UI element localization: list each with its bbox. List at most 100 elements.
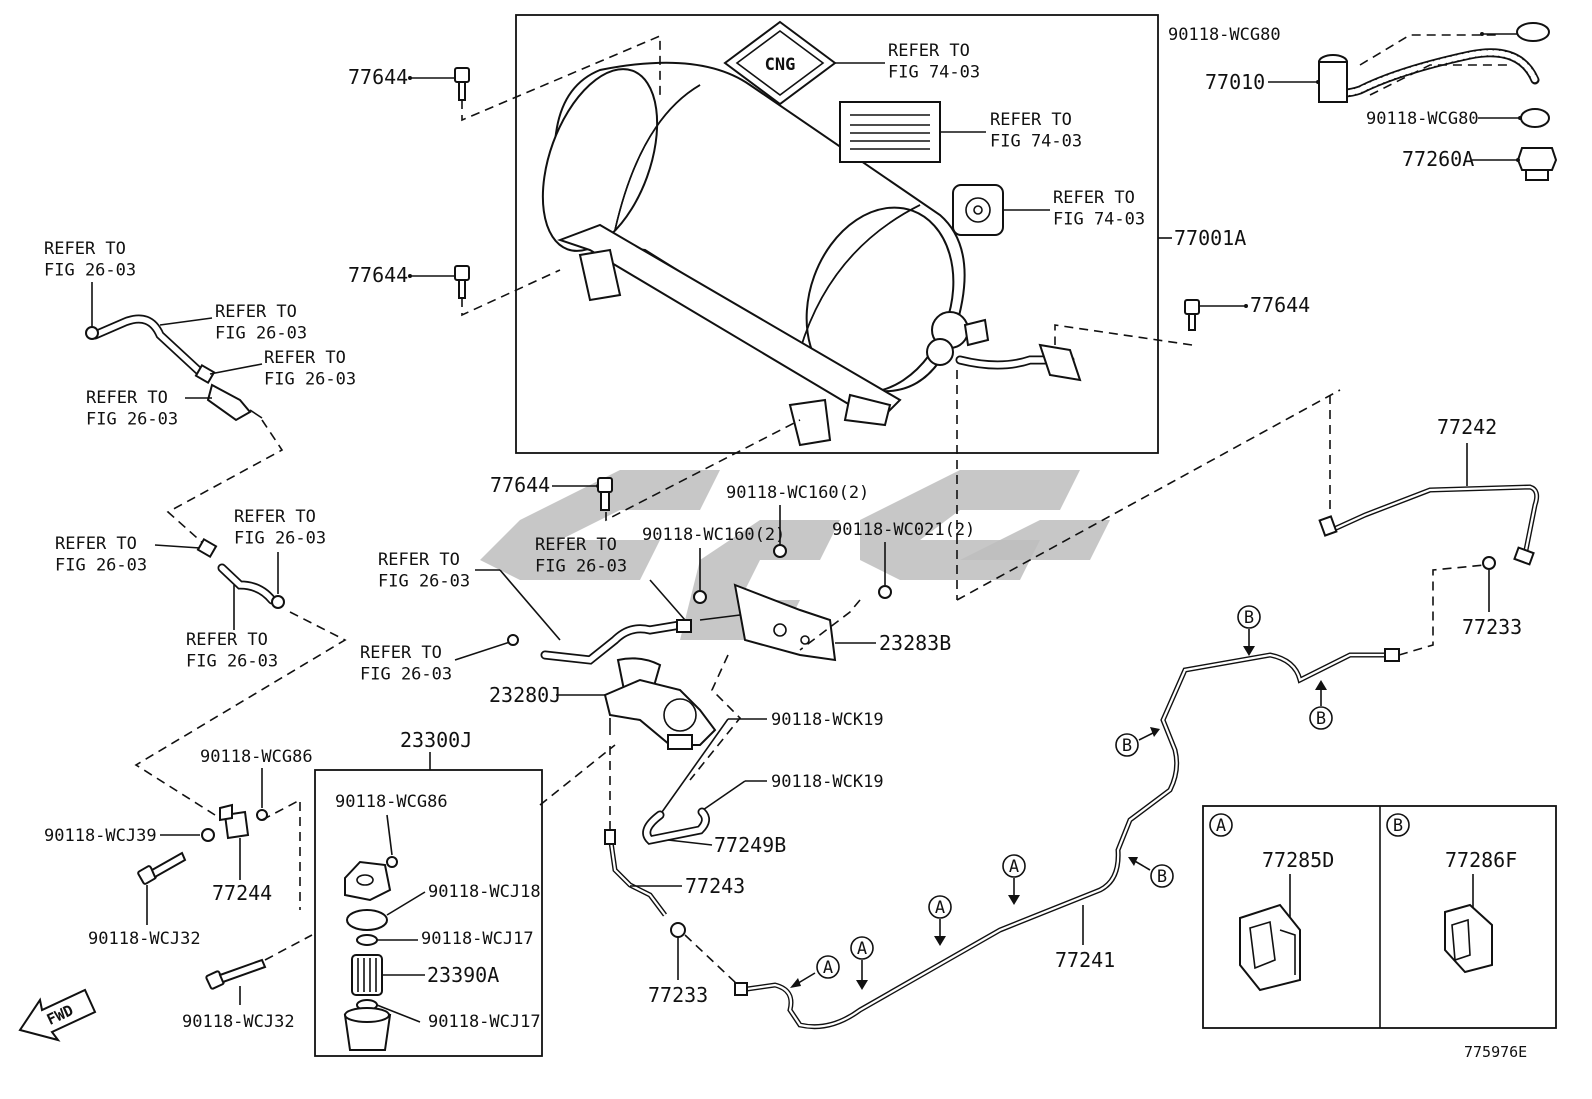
svg-text:B: B bbox=[1122, 736, 1132, 756]
detail-a: A 77285D bbox=[1209, 813, 1334, 992]
clamp-90118-wcg80-bottom bbox=[1520, 108, 1550, 128]
part-23390a: 23390A bbox=[427, 963, 499, 987]
svg-text:B: B bbox=[1393, 816, 1403, 836]
oring-90118-wcj17-top bbox=[356, 934, 378, 946]
marker-b-2: B bbox=[1309, 680, 1333, 730]
bolt-90118-wcj32-left bbox=[137, 851, 187, 885]
svg-text:A: A bbox=[823, 958, 833, 978]
gasket-90118-wcj18 bbox=[346, 909, 388, 931]
svg-text:B: B bbox=[1244, 608, 1254, 628]
part-77001a: 77001A bbox=[1174, 226, 1246, 250]
hose-77010 bbox=[1318, 34, 1540, 103]
part-77285d: 77285D bbox=[1262, 848, 1334, 872]
nut-90118-wc160-bottom bbox=[693, 590, 707, 604]
part-77233-upper: 77233 bbox=[1462, 615, 1522, 639]
svg-text:A: A bbox=[1216, 816, 1226, 836]
part-77286f: 77286F bbox=[1445, 848, 1517, 872]
cng-tank bbox=[541, 61, 1082, 600]
filter-bowl bbox=[343, 1007, 392, 1051]
part-23280j: 23280J bbox=[489, 683, 561, 707]
svg-text:A: A bbox=[935, 898, 945, 918]
svg-text:A: A bbox=[857, 939, 867, 959]
bolt-77644-lower: 77644 bbox=[490, 419, 801, 522]
clamp-center bbox=[676, 619, 692, 633]
filter-assembly-frame bbox=[314, 769, 543, 1057]
bolt-90118-wc021 bbox=[878, 585, 892, 599]
bolt-90118-wcj39 bbox=[201, 828, 215, 842]
bolt-77644-mid: 77644 bbox=[348, 263, 561, 317]
part-90118-wck19-top: 90118-WCK19 bbox=[771, 710, 884, 730]
fitting-77244 bbox=[219, 803, 250, 840]
marker-b-4: B bbox=[1128, 857, 1174, 888]
part-90118-wcg86-filter: 90118-WCG86 bbox=[335, 792, 448, 812]
nut-90118-wc160-top bbox=[773, 544, 787, 558]
part-90118-wcg80-top: 90118-WCG80 bbox=[1168, 25, 1281, 45]
part-90118-wcj18: 90118-WCJ18 bbox=[428, 882, 541, 902]
warning-label bbox=[839, 101, 941, 163]
fitting-77260a bbox=[1516, 147, 1558, 181]
bolt-77644-right: 77644 bbox=[1054, 293, 1310, 346]
cng-sign: CNG bbox=[723, 20, 837, 106]
clamp-90118-wcg80-top bbox=[1516, 22, 1550, 42]
part-77644-lower: 77644 bbox=[490, 473, 550, 497]
part-77010: 77010 bbox=[1205, 70, 1265, 94]
part-90118-wc021: 90118-WC021(2) bbox=[832, 520, 975, 540]
fwd-arrow-icon: FWD bbox=[18, 988, 97, 1042]
svg-text:B: B bbox=[1316, 709, 1326, 729]
clamp-left-lower bbox=[196, 537, 218, 559]
part-77242: 77242 bbox=[1437, 415, 1497, 439]
diagram-id: 775976E bbox=[1464, 1043, 1527, 1061]
filter-housing-top bbox=[344, 860, 392, 902]
part-90118-wcj17-bottom: 90118-WCJ17 bbox=[428, 1012, 541, 1032]
valve-label-icon bbox=[952, 184, 1004, 236]
clamp-detail-panel bbox=[1202, 805, 1557, 1029]
part-90118-wc160-bottom: 90118-WC160(2) bbox=[642, 525, 785, 545]
marker-a-2: A bbox=[850, 936, 874, 990]
part-90118-wcj32-bottom: 90118-WCJ32 bbox=[182, 1012, 295, 1032]
part-77243: 77243 bbox=[685, 874, 745, 898]
svg-text:A: A bbox=[1009, 857, 1019, 877]
part-23300j: 23300J bbox=[400, 728, 472, 752]
part-77644-top: 77644 bbox=[348, 65, 408, 89]
part-90118-wc160-top: 90118-WC160(2) bbox=[726, 483, 869, 503]
part-77241: 77241 bbox=[1055, 948, 1115, 972]
part-77644-mid: 77644 bbox=[348, 263, 408, 287]
marker-b-3: B bbox=[1115, 727, 1160, 757]
clamp-77285d bbox=[1239, 903, 1301, 992]
watermark-logo bbox=[480, 470, 1110, 640]
check-valve-left bbox=[206, 383, 263, 422]
part-90118-wcj39: 90118-WCJ39 bbox=[44, 826, 157, 846]
part-77644-right: 77644 bbox=[1250, 293, 1310, 317]
part-90118-wcg80-bottom: 90118-WCG80 bbox=[1366, 109, 1479, 129]
part-77260a: 77260A bbox=[1402, 147, 1474, 171]
bolt-77644-top: 77644 bbox=[348, 34, 661, 122]
pipe-77241 bbox=[734, 648, 1400, 1030]
part-90118-wcj32-left: 90118-WCJ32 bbox=[88, 929, 201, 949]
bolt-90118-wcj32-bottom bbox=[205, 958, 267, 990]
bracket-23283b bbox=[699, 583, 837, 662]
tank-assembly-frame bbox=[515, 14, 1159, 454]
part-77244: 77244 bbox=[212, 881, 272, 905]
svg-text:B: B bbox=[1157, 867, 1167, 887]
regulator-23280j bbox=[603, 657, 717, 750]
marker-a-3: A bbox=[928, 895, 952, 946]
part-77233-lower: 77233 bbox=[648, 983, 708, 1007]
clamp-left-upper bbox=[194, 363, 216, 385]
filter-element-23390a bbox=[351, 954, 383, 996]
part-90118-wcj17-top: 90118-WCJ17 bbox=[421, 929, 534, 949]
clamp-77286f bbox=[1444, 903, 1493, 974]
